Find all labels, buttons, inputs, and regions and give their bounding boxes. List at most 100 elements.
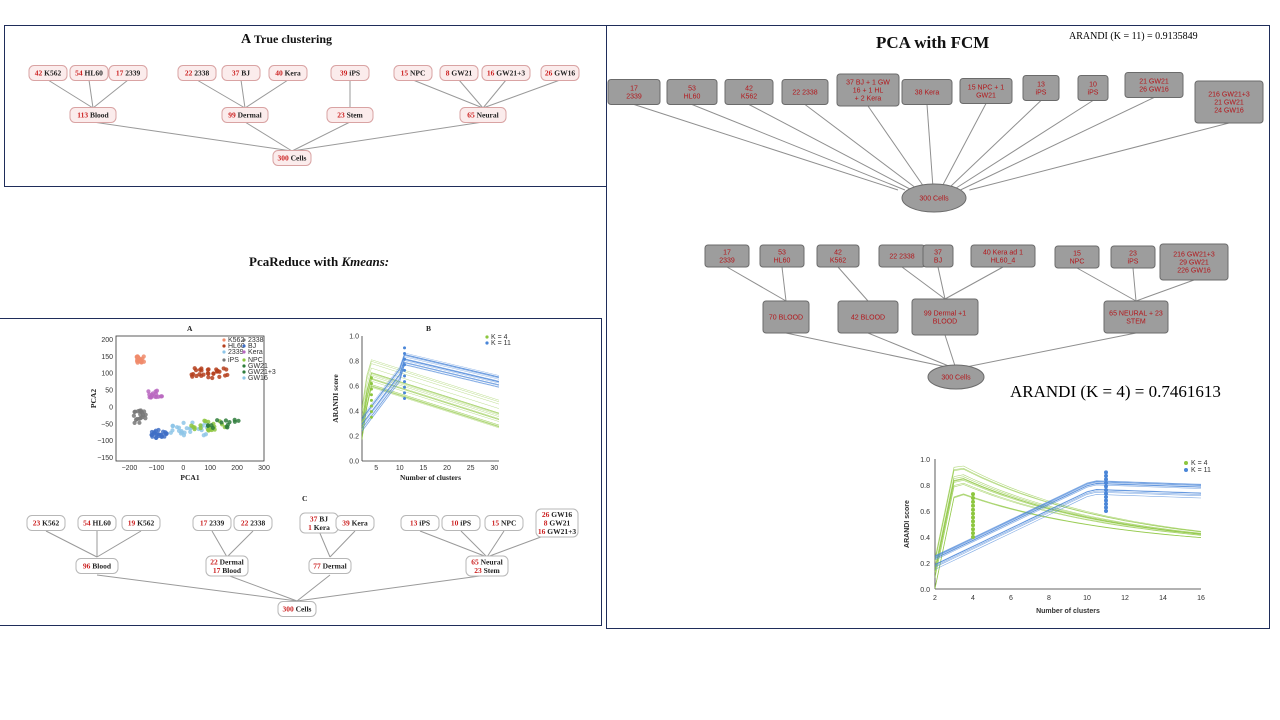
k4-curve [934, 484, 1202, 578]
scatter-point [190, 374, 195, 379]
k4-curve [361, 367, 500, 418]
tree-edge [944, 334, 957, 370]
scatter-point [201, 372, 206, 377]
node-box [459, 107, 507, 123]
k11-curve [934, 483, 1202, 559]
node-label: 26 GW16 [545, 69, 575, 78]
score-xtick: 4 [971, 595, 975, 602]
node-label: 39 Kera [342, 519, 368, 528]
k11-point [1104, 473, 1108, 478]
scatter-point [224, 424, 229, 429]
k11-point [403, 357, 407, 361]
k11-curve [934, 494, 1202, 570]
scatter-ytick: −50 [101, 421, 113, 428]
node-label: 16 GW21+3 [487, 69, 525, 78]
arandi-k4-label: ARANDI (K = 4) = 0.7461613 [1010, 382, 1221, 401]
tree-edge [867, 105, 927, 191]
legend-swatch [1184, 461, 1188, 465]
k11-point [1104, 480, 1108, 485]
score-ylabel: ARANDI score [904, 500, 911, 548]
k11-curve [934, 481, 1202, 558]
k11-point [403, 380, 407, 384]
scatter-point [236, 418, 241, 423]
k4-curve [361, 360, 500, 409]
leaf-node: 22 2338 [781, 79, 829, 105]
node-box [221, 107, 269, 123]
legend-entry: K = 4 [491, 334, 508, 341]
scatter-xtick: −100 [148, 465, 164, 472]
legend-entry: GW16 [248, 375, 268, 382]
leaf-node: 37 BJ [221, 65, 261, 81]
scatter-point [162, 434, 167, 439]
node-label: 16 GW21+3 [538, 527, 576, 536]
legend-swatch [242, 376, 246, 380]
node-label: 42 [745, 86, 753, 93]
node-label: 39 iPS [340, 69, 360, 78]
score-xtick: 30 [490, 465, 498, 472]
tree-edge [1132, 267, 1137, 302]
tree-edge [781, 266, 787, 302]
leaf-node: 19 K562 [121, 515, 161, 531]
node-box [272, 150, 312, 166]
node-label: 23 [1129, 251, 1137, 258]
scatter-point [154, 435, 159, 440]
legend-swatch [242, 364, 246, 368]
scatter-frame [115, 335, 265, 462]
node-label: iPS [1128, 259, 1139, 266]
pcareduce-title: PcaReduce with Kmeans: [249, 254, 389, 270]
score-xtick: 2 [933, 595, 937, 602]
leaf-node: 40 Kera [268, 65, 308, 81]
node-label: 22 Dermal [210, 557, 244, 566]
scatter-xtick: 200 [231, 465, 243, 472]
k4-curve [361, 387, 500, 441]
node-box [121, 515, 161, 531]
node-box [1054, 245, 1100, 269]
node-label: 17 2339 [116, 69, 141, 78]
k11-point [403, 363, 407, 367]
node-label: 16 + 1 HL [853, 88, 884, 95]
node-label: 96 Blood [83, 562, 112, 571]
root-node: 300 Cells [272, 150, 312, 166]
tree-edge [419, 530, 488, 558]
k11-curve [361, 364, 500, 432]
leaf-node: 22 2338 [878, 244, 926, 268]
scatter-point [206, 367, 211, 372]
node-box [26, 515, 66, 531]
tree-edge [211, 530, 228, 558]
k11-curve [934, 481, 1202, 557]
scatter-point [193, 368, 199, 373]
k4-point [369, 393, 373, 397]
node-label: 226 GW16 [1177, 268, 1211, 275]
tree-edge [837, 266, 869, 302]
node-box [535, 508, 579, 538]
scatter-ytick: 100 [101, 371, 113, 378]
node-label: STEM [1126, 319, 1146, 326]
k4-point [971, 507, 975, 512]
score-ylabel: ARANDI score [331, 374, 340, 423]
legend-swatch [485, 335, 489, 339]
k11-curve [361, 358, 500, 425]
node-label: 13 iPS [410, 519, 430, 528]
k4-point [369, 382, 373, 385]
node-box [465, 555, 509, 577]
legend-swatch [222, 358, 226, 362]
scatter-xtick: 0 [181, 465, 185, 472]
node-label: 37 [934, 250, 942, 257]
node-box [393, 65, 433, 81]
leaf-node: 13 iPS [400, 515, 440, 531]
node-box [441, 515, 481, 531]
k4-curve [361, 372, 500, 423]
node-box [268, 65, 308, 81]
node-box [69, 65, 109, 81]
node-label: BLOOD [933, 319, 958, 326]
node-box [177, 65, 217, 81]
leaf-node: 39 Kera [335, 515, 375, 531]
scatter-point [227, 420, 232, 425]
scatter-point [206, 375, 211, 380]
leaf-node: 39 iPS [330, 65, 370, 81]
k4-point [971, 499, 975, 504]
k4-curve [934, 478, 1202, 573]
